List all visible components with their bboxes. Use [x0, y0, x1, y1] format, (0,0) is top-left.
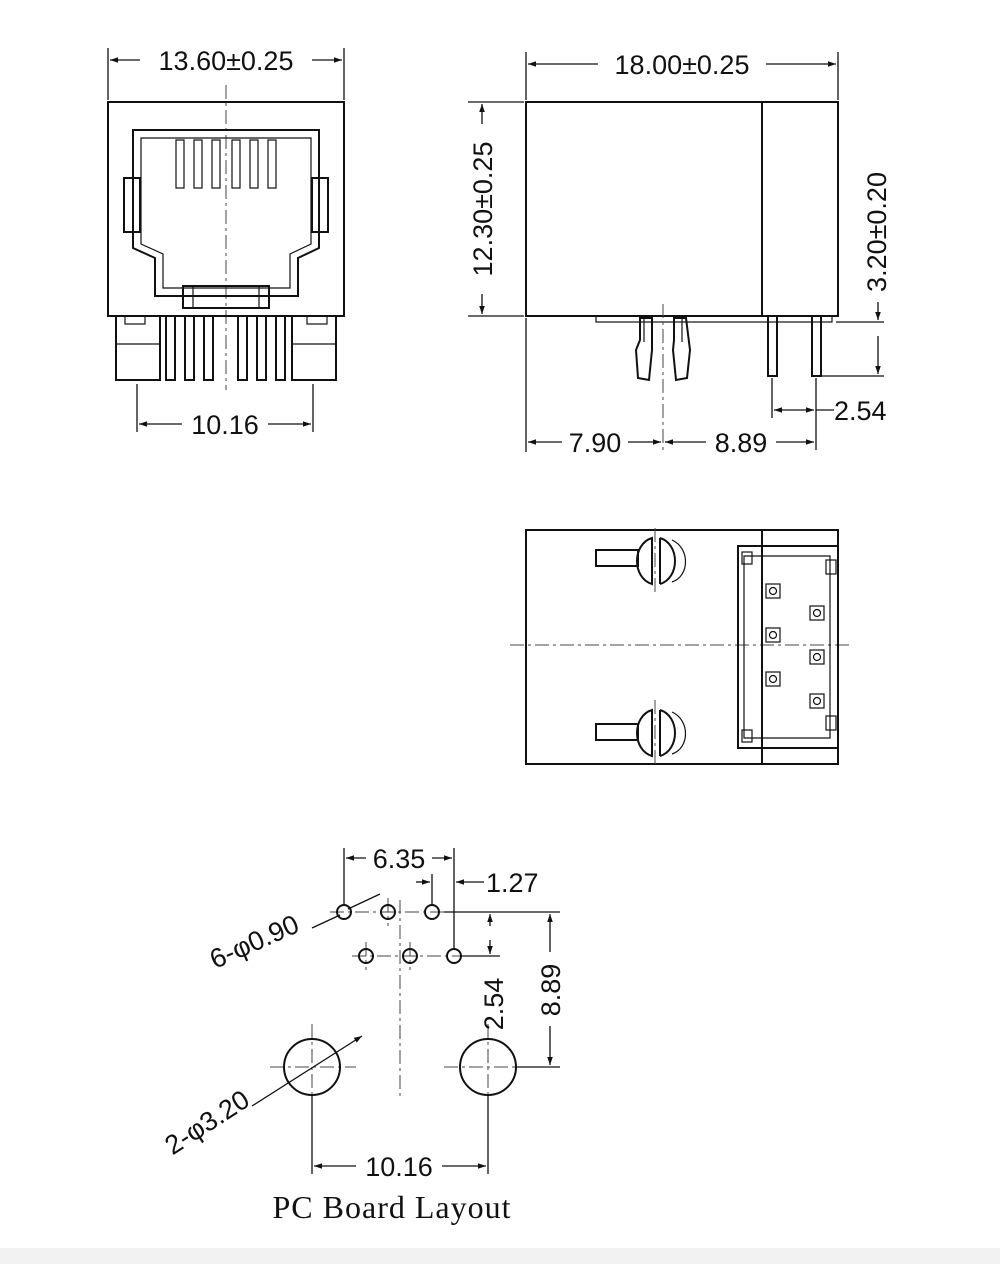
side-pin-length-dim: 3.20±0.20 — [862, 172, 892, 292]
side-length-dim: 18.00±0.25 — [615, 50, 750, 80]
pcb-post-row-dim: 8.89 — [536, 964, 566, 1017]
side-row-offset-dim: 8.89 — [715, 428, 768, 458]
side-post-offset-dim: 7.90 — [569, 428, 622, 458]
pcb-post-span-dim: 10.16 — [365, 1152, 433, 1182]
side-view: 18.00±0.25 12.30±0.25 3.20±0.20 2.54 7.9… — [468, 50, 892, 458]
side-height-dim: 12.30±0.25 — [468, 142, 498, 277]
signal-holes — [336, 904, 462, 964]
front-view: 13.60±0.25 10.16 — [107, 46, 345, 440]
bottom-band — [0, 1248, 1000, 1264]
pcb-layout: 6.35 1.27 6-φ0.90 2.54 8.89 2-φ3.20 10.1… — [159, 844, 566, 1225]
front-pin-span-dim: 10.16 — [191, 410, 259, 440]
pcb-row-span-dim: 6.35 — [373, 844, 426, 874]
pcb-post-hole-dim: 2-φ3.20 — [159, 1084, 254, 1160]
pcb-layout-caption: PC Board Layout — [273, 1189, 512, 1225]
post-hole-left — [283, 1038, 341, 1096]
side-pin-pitch-dim: 2.54 — [834, 396, 887, 426]
bottom-pin-squares — [765, 583, 825, 709]
contact-fingers — [175, 139, 277, 189]
pcb-signal-hole-dim: 6-φ0.90 — [205, 909, 303, 975]
front-width-dim: 13.60±0.25 — [159, 46, 294, 76]
pcb-row-pitch-dim: 2.54 — [479, 978, 509, 1031]
bottom-view — [510, 528, 852, 765]
pcb-stagger-dim: 1.27 — [486, 868, 539, 898]
